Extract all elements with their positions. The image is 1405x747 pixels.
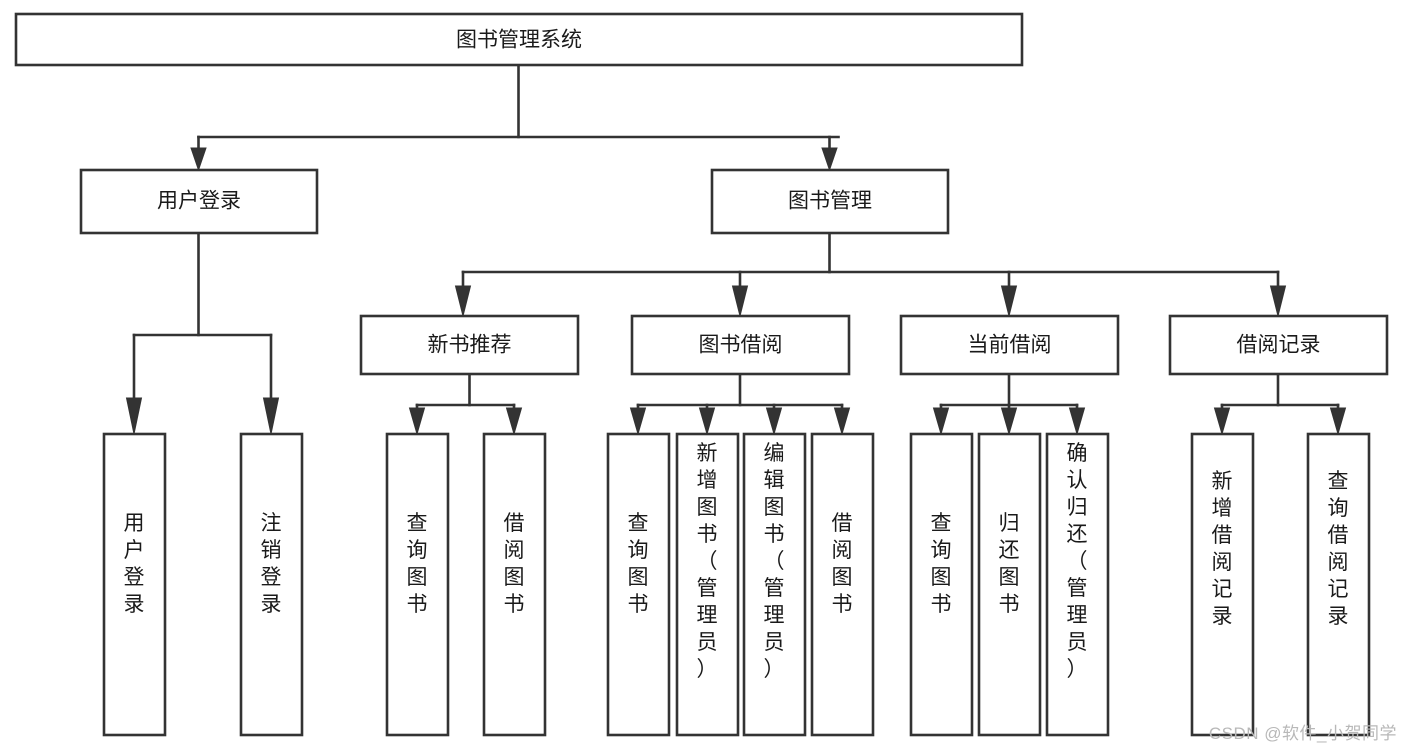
node-user-login-box[interactable] [79,168,319,235]
arrow-head-leaf-user-logout [262,397,280,435]
node-leaf-confirm-return-box[interactable] [1045,432,1110,737]
node-leaf-add-book-box[interactable] [675,432,740,737]
connector-group-level2-to-level3 [454,231,1287,317]
node-borrow-record-label: 借阅记录 [1237,334,1321,357]
connector-group-new-book-recommend-leaves [408,372,523,436]
arrow-head-current-borrow [1000,285,1018,317]
arrow-head-leaf-query-book-3 [932,407,950,436]
arrow-head-leaf-query-book-1 [408,407,426,436]
node-user-login[interactable]: 用户登录 [79,168,319,235]
node-leaf-return-book[interactable]: 归还图书 [977,432,1042,737]
node-leaf-user-login-label: 用户登录 [124,512,145,616]
node-root-book-management-system[interactable]: 图书管理系统 [14,12,1024,67]
node-leaf-confirm-return[interactable]: 确认归还（管理员） [1045,432,1110,737]
node-current-borrow[interactable]: 当前借阅 [899,314,1120,376]
node-current-borrow-label: 当前借阅 [968,334,1052,357]
node-leaf-add-book[interactable]: 新增图书（管理员） [675,432,740,737]
arrow-head-leaf-return-book [1000,407,1018,436]
node-leaf-query-book-2-box[interactable] [606,432,671,737]
connector-group-user-login-leaves [125,231,280,435]
node-new-book-recommend[interactable]: 新书推荐 [359,314,580,376]
node-leaf-edit-book-label: 编辑图书（管理员） [764,442,785,681]
node-borrow-record-box[interactable] [1168,314,1389,376]
node-leaf-edit-book[interactable]: 编辑图书（管理员） [742,432,807,737]
arrow-head-leaf-query-book-2 [629,407,647,436]
node-book-management-box[interactable] [710,168,950,235]
node-leaf-user-login-box[interactable] [102,432,167,737]
node-leaf-edit-book-box[interactable] [742,432,807,737]
node-leaf-borrow-book-2-box[interactable] [810,432,875,737]
arrow-head-borrow-record [1269,285,1287,317]
node-leaf-user-login[interactable]: 用户登录 [102,432,167,737]
node-leaf-query-book-1[interactable]: 查询图书 [385,432,450,737]
node-book-management[interactable]: 图书管理 [710,168,950,235]
node-leaf-query-book-3-box[interactable] [909,432,974,737]
arrow-head-leaf-query-record [1329,407,1347,436]
node-leaf-add-record-label: 新增借阅记录 [1212,470,1233,628]
node-leaf-query-record-label: 查询借阅记录 [1328,470,1349,628]
arrow-head-leaf-borrow-book-1 [505,407,523,436]
connector-group-root-to-level2 [190,63,840,172]
arrow-head-leaf-add-record [1213,407,1231,436]
arrow-head-new-book-recommend [454,285,472,317]
connector-group-borrow-record-leaves [1213,372,1347,436]
arrow-head-user-login [190,147,207,172]
node-leaf-borrow-book-2[interactable]: 借阅图书 [810,432,875,737]
node-leaf-borrow-book-2-label: 借阅图书 [832,512,853,616]
arrow-head-leaf-user-login [125,397,143,435]
node-book-borrow[interactable]: 图书借阅 [630,314,851,376]
node-book-borrow-label: 图书借阅 [699,334,783,357]
node-leaf-borrow-book-1-box[interactable] [482,432,547,737]
node-new-book-recommend-label: 新书推荐 [428,334,512,357]
arrow-head-leaf-borrow-book-2 [833,407,851,436]
node-current-borrow-box[interactable] [899,314,1120,376]
arrow-head-leaf-edit-book [765,407,783,436]
node-leaf-query-book-3[interactable]: 查询图书 [909,432,974,737]
node-leaf-add-book-label: 新增图书（管理员） [697,442,718,681]
node-leaf-borrow-book-1-label: 借阅图书 [504,512,525,616]
node-new-book-recommend-box[interactable] [359,314,580,376]
node-leaf-query-book-1-label: 查询图书 [407,512,428,616]
arrow-head-book-borrow [731,285,749,317]
connector-group-current-borrow-leaves [932,372,1086,436]
node-borrow-record[interactable]: 借阅记录 [1168,314,1389,376]
node-root-box[interactable] [14,12,1024,67]
node-leaf-query-book-2[interactable]: 查询图书 [606,432,671,737]
node-leaf-query-record[interactable]: 查询借阅记录 [1306,432,1371,737]
node-leaf-return-book-label: 归还图书 [999,512,1020,616]
node-leaf-query-book-3-label: 查询图书 [931,512,952,616]
node-leaf-add-record[interactable]: 新增借阅记录 [1190,432,1255,737]
node-leaf-return-book-box[interactable] [977,432,1042,737]
node-book-borrow-box[interactable] [630,314,851,376]
node-leaf-user-logout-box[interactable] [239,432,304,737]
node-leaf-query-book-1-box[interactable] [385,432,450,737]
node-leaf-borrow-book-1[interactable]: 借阅图书 [482,432,547,737]
node-root-label: 图书管理系统 [456,29,582,52]
arrow-head-leaf-add-book [698,407,716,436]
node-leaf-confirm-return-label: 确认归还（管理员） [1067,442,1088,681]
arrow-head-book-management [821,147,838,172]
node-user-login-label: 用户登录 [157,190,241,213]
node-leaf-user-logout[interactable]: 注销登录 [239,432,304,737]
connector-group-book-borrow-leaves [629,372,851,436]
node-book-management-label: 图书管理 [788,190,872,213]
arrow-head-leaf-confirm-return [1068,407,1086,436]
node-leaf-user-logout-label: 注销登录 [261,512,282,616]
node-leaf-add-record-box[interactable] [1190,432,1255,737]
node-leaf-query-book-2-label: 查询图书 [628,512,649,616]
node-leaf-query-record-box[interactable] [1306,432,1371,737]
